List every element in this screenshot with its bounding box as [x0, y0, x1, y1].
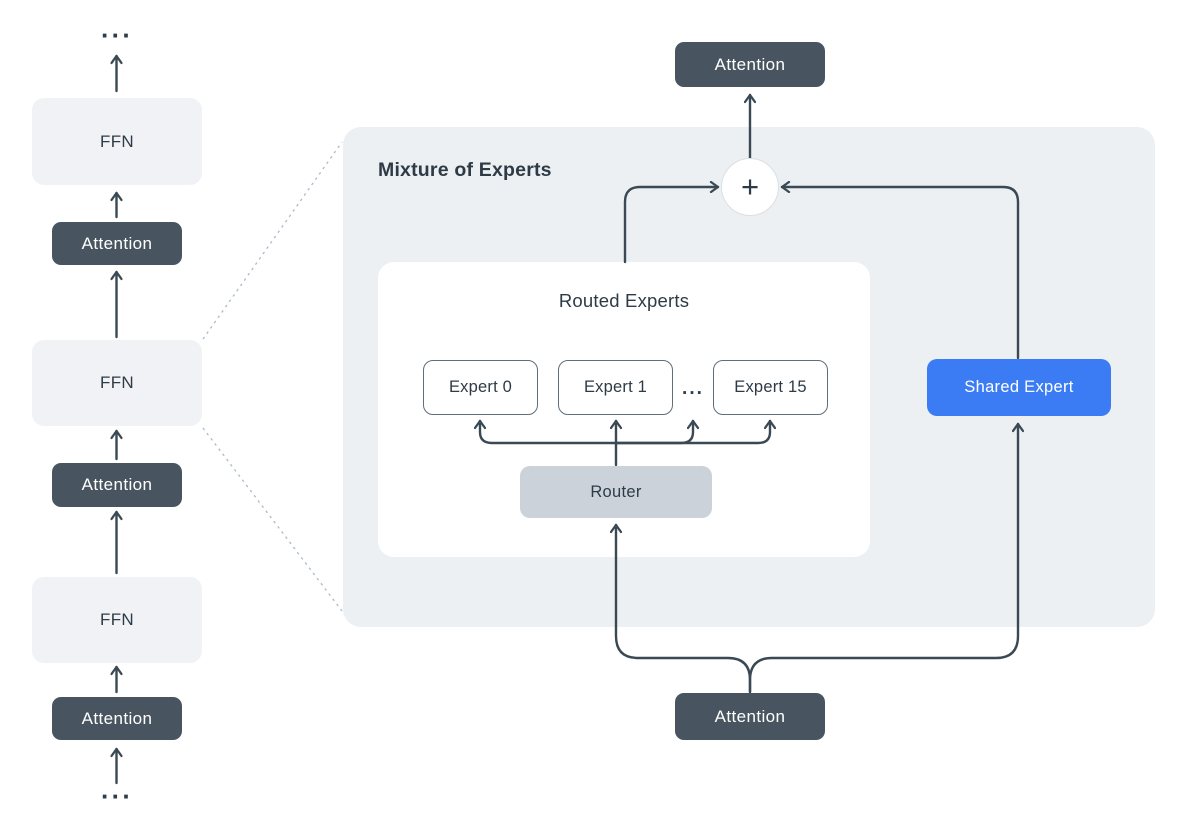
routed-experts-title: Routed Experts [558, 290, 690, 311]
attention-block-top: Attention [675, 42, 825, 87]
expert-box-0: Expert 0 [423, 360, 538, 415]
router-box-label: Router [590, 482, 642, 501]
attention-block-top-label: Attention [714, 54, 786, 74]
shared-expert-label: Shared Expert [964, 378, 1074, 396]
flow-arrow-router-to-expert15 [614, 419, 770, 445]
attention-block-1-label: Attention [81, 233, 153, 253]
experts-ellipsis: ··· [682, 383, 704, 404]
flow-arrow-shared-to-sum [780, 187, 1020, 360]
router-box: Router [520, 466, 712, 518]
attention-block-bottom-label: Attention [714, 706, 786, 726]
attention-block-3: Attention [52, 697, 182, 740]
expert-box-15: Expert 15 [713, 360, 828, 415]
expert-box-1: Expert 1 [558, 360, 673, 415]
ffn-block-1-label: FFN [100, 131, 134, 151]
ellipsis-bottom: ··· [101, 781, 133, 811]
flow-arrow-attention-to-shared [748, 422, 1018, 694]
flow-arrow-router-to-ellipsis-expert [614, 419, 693, 445]
sum-node: + [721, 158, 779, 216]
attention-block-2: Attention [52, 463, 182, 507]
ffn-block-3-label: FFN [100, 610, 134, 629]
attention-block-bottom: Attention [675, 693, 825, 740]
plus-icon: + [740, 168, 760, 204]
ellipsis-top: ··· [101, 20, 133, 50]
attention-block-2-label: Attention [81, 475, 153, 494]
attention-block-3-label: Attention [81, 708, 153, 728]
attention-block-1: Attention [52, 222, 182, 265]
flow-arrow-router-to-expert0 [480, 419, 618, 445]
flow-arrow-attention-to-router [616, 523, 752, 694]
dashed-connector-top [202, 141, 343, 340]
flow-arrow-routed-to-sum [623, 187, 720, 264]
expert-box-1-label: Expert 1 [583, 378, 648, 396]
ffn-block-1: FFN [32, 98, 202, 185]
moe-panel-title: Mixture of Experts [378, 159, 552, 181]
expert-box-0-label: Expert 0 [448, 378, 513, 396]
expert-box-15-label: Expert 15 [734, 378, 807, 396]
ffn-block-2: FFN [32, 340, 202, 426]
ffn-block-2-label: FFN [100, 373, 134, 392]
shared-expert-box: Shared Expert [927, 359, 1111, 416]
ffn-block-3: FFN [32, 577, 202, 663]
dashed-connector-bottom [202, 427, 343, 612]
